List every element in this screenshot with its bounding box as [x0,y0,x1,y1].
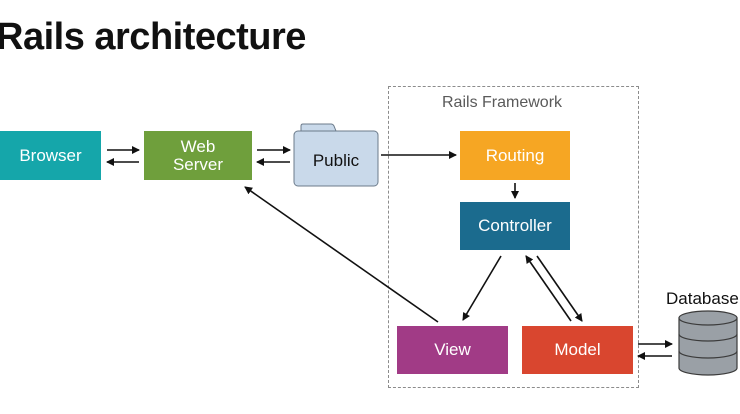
public-folder-icon [293,123,379,187]
rails-framework-label: Rails Framework [442,94,563,111]
web-server-label-line2: Server [172,154,224,174]
model-node: Model [522,326,633,374]
rails-framework-boundary [388,86,639,388]
browser-node: Browser [0,131,101,180]
database-label: Database [666,289,739,308]
slide-title: Rails architecture [0,16,306,58]
arrow-controller-to-view [462,255,502,321]
view-node: View [397,326,508,374]
arrow-model-to-controller [525,255,572,322]
arrow-controller-to-model [536,255,583,322]
routing-node: Routing [460,131,570,180]
web-server-label-line1: Web [180,136,216,156]
public-label: Public [312,151,360,170]
database-icon [678,310,738,376]
arrow-view-to-webserver [244,186,439,323]
controller-node: Controller [460,202,570,250]
web-server-node: Web Server [144,131,252,180]
